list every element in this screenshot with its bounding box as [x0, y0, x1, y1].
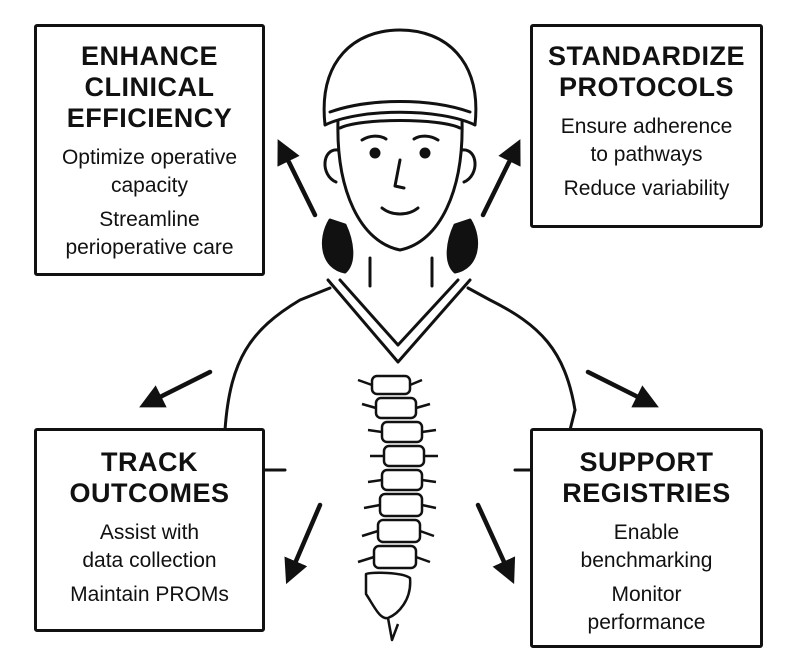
box-title: TRACK OUTCOMES — [69, 447, 230, 508]
arrow-icon — [139, 369, 213, 408]
arrow-icon — [475, 502, 516, 585]
spine-icon — [357, 374, 438, 642]
arrow-icon — [585, 369, 659, 408]
box-item: Optimize operative capacity — [61, 146, 238, 197]
box-item: Ensure adherence to pathways — [560, 115, 733, 166]
arrow-icon — [480, 139, 521, 218]
surgeon-figure-icon — [223, 28, 577, 472]
box-item: Monitor performance — [587, 583, 706, 634]
box-item: Maintain PROMs — [70, 583, 229, 606]
box-support-registries: SUPPORT REGISTRIES Enable benchmarking M… — [530, 428, 763, 648]
box-title: STANDARDIZE PROTOCOLS — [548, 41, 745, 102]
box-title: ENHANCE CLINICAL EFFICIENCY — [66, 41, 233, 133]
box-item: Assist with data collection — [82, 521, 217, 572]
box-item: Enable benchmarking — [580, 521, 713, 572]
box-enhance-clinical-efficiency: ENHANCE CLINICAL EFFICIENCY Optimize ope… — [34, 24, 265, 276]
box-title: SUPPORT REGISTRIES — [562, 447, 731, 508]
box-item: Streamline perioperative care — [65, 208, 234, 259]
box-item: Reduce variability — [563, 177, 730, 200]
arrow-icon — [277, 139, 318, 218]
box-track-outcomes: TRACK OUTCOMES Assist with data collecti… — [34, 428, 265, 632]
box-standardize-protocols: STANDARDIZE PROTOCOLS Ensure adherence t… — [530, 24, 763, 228]
arrow-icon — [284, 502, 323, 585]
